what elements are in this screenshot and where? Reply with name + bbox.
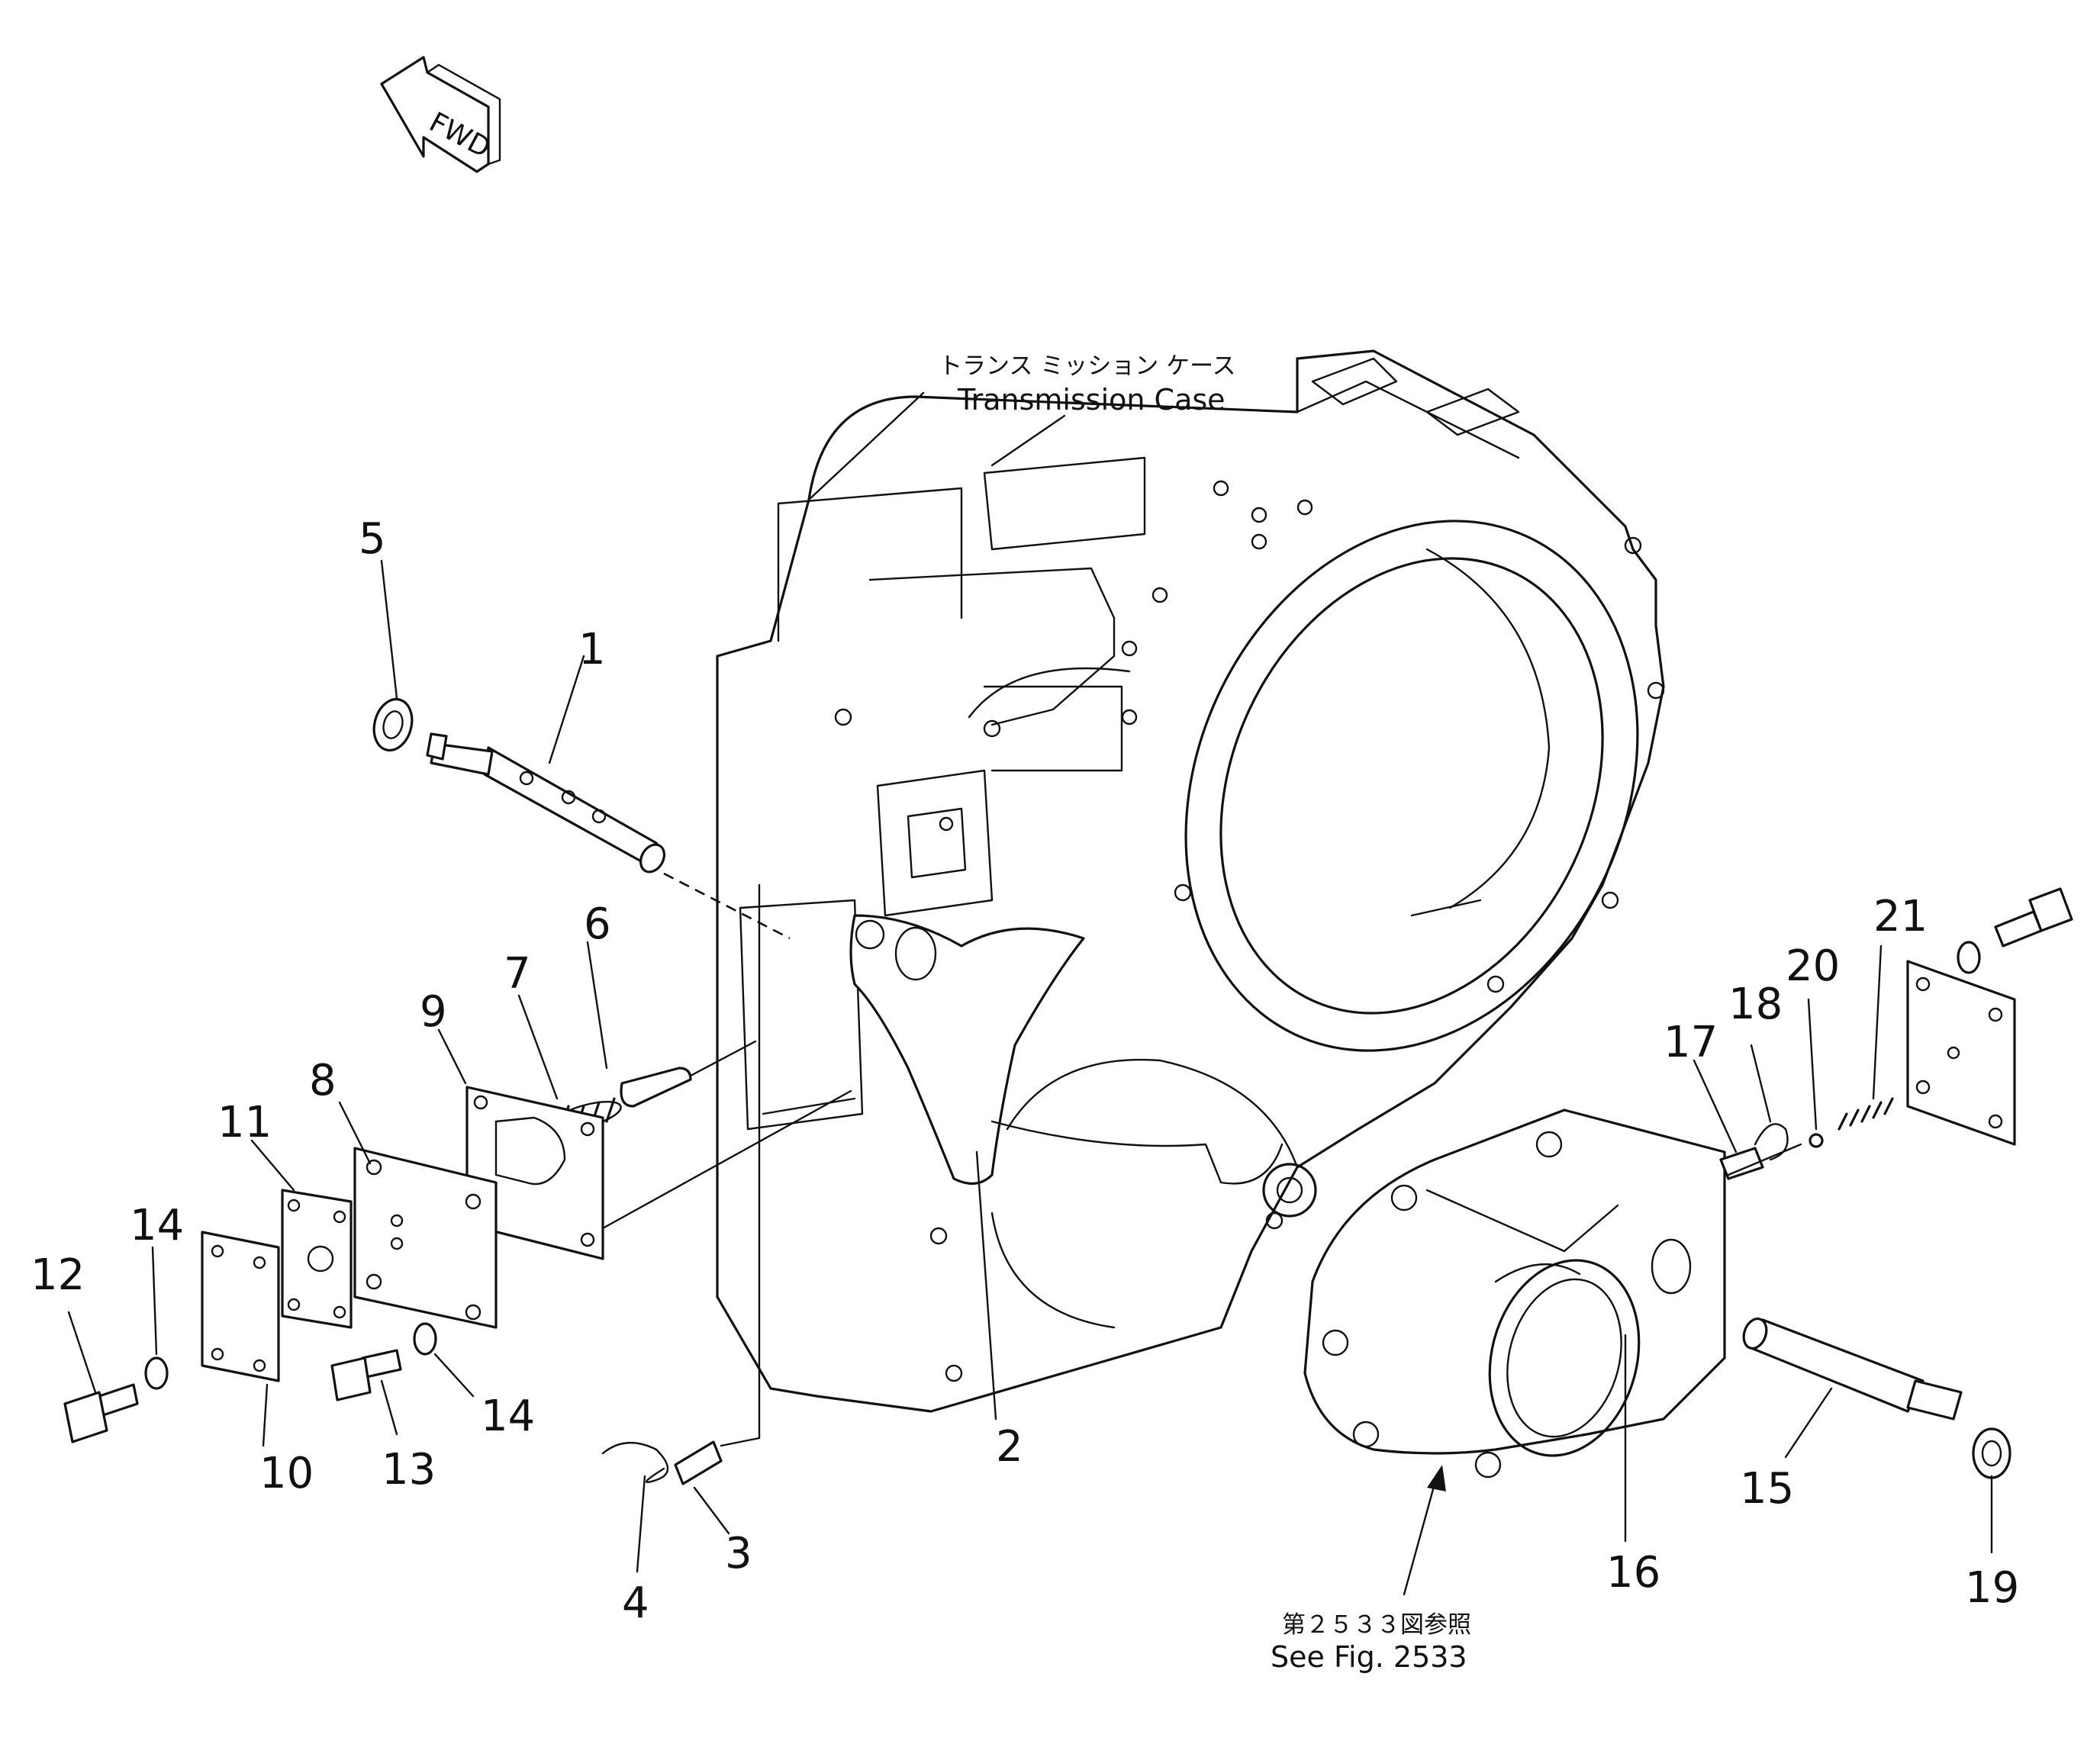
callout-13: 13 <box>382 1445 436 1495</box>
callout-9: 9 <box>420 987 447 1037</box>
callout-7: 7 <box>504 949 531 999</box>
callout-20: 20 <box>1786 941 1840 991</box>
callout-11: 11 <box>217 1098 272 1147</box>
callout-5: 5 <box>359 514 386 564</box>
callout-15: 15 <box>1740 1464 1794 1514</box>
callout-19: 19 <box>1965 1563 2019 1613</box>
callout-12: 12 <box>31 1250 85 1300</box>
callout-3: 3 <box>725 1529 752 1578</box>
callout-6: 6 <box>584 899 611 949</box>
bolt-right-top <box>1994 887 2073 948</box>
callout-8: 8 <box>309 1056 337 1105</box>
spring-part-21 <box>1838 1097 1894 1131</box>
housing-part-16 <box>1303 1109 1726 1479</box>
bolt-part-13 <box>330 1349 402 1401</box>
reference-en: See Fig. 2533 <box>1271 1640 1467 1674</box>
callout-2: 2 <box>996 1422 1023 1472</box>
fitting-part-17 <box>1719 1147 1764 1180</box>
callout-4: 4 <box>622 1578 649 1628</box>
washer-part-14-right <box>413 1322 437 1356</box>
case-label-en: Transmission Case <box>957 383 1226 417</box>
bolt-part-3 <box>674 1440 723 1485</box>
reference-arrow <box>1403 1465 1446 1596</box>
callout-numbers: 1 2 3 4 5 6 7 8 9 10 11 12 13 14 14 15 1… <box>31 514 2019 1628</box>
plate-part-11 <box>281 1189 353 1329</box>
cover-plate-right <box>1906 960 2016 1146</box>
bolt-part-12 <box>63 1383 139 1443</box>
callout-14b: 14 <box>481 1392 535 1441</box>
transmission-case <box>716 349 1665 1413</box>
callout-21: 21 <box>1873 892 1928 941</box>
plate-part-10 <box>201 1231 280 1382</box>
case-label-jp: トランス ミッション ケース <box>939 352 1236 380</box>
callout-16: 16 <box>1606 1548 1660 1598</box>
cover-part-8 <box>353 1147 498 1329</box>
callout-1: 1 <box>578 625 606 674</box>
wire-part-18 <box>1754 1123 1789 1161</box>
ball-part-20 <box>1809 1133 1824 1148</box>
washer-right-top <box>1957 941 1981 974</box>
reference-jp: 第２５３３図参照 <box>1282 1611 1471 1639</box>
shaft-part-15 <box>1742 1318 1963 1421</box>
plug-part-5 <box>372 697 414 752</box>
fwd-arrow: FWD <box>380 56 501 173</box>
callout-18: 18 <box>1728 980 1783 1029</box>
wire-part-4 <box>601 1441 669 1484</box>
callout-17: 17 <box>1664 1018 1718 1067</box>
leader-lines <box>67 391 1993 1573</box>
callout-14a: 14 <box>130 1201 184 1250</box>
fwd-label: FWD <box>424 107 495 165</box>
gasket-part-9 <box>465 1086 604 1260</box>
plug-part-19 <box>1972 1427 2011 1479</box>
callout-10: 10 <box>259 1449 314 1498</box>
washer-part-14-left <box>144 1356 169 1390</box>
shaft-part-1 <box>426 732 666 874</box>
poppet-part-6 <box>620 1067 692 1108</box>
